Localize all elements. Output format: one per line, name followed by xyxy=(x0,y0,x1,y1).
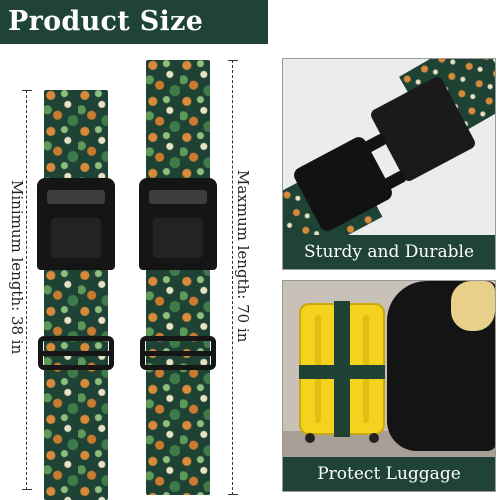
buckle-slot xyxy=(47,190,105,204)
luggage-strap-long xyxy=(146,60,210,495)
adjuster-bar xyxy=(43,351,109,356)
buckle-right-icon xyxy=(139,178,217,270)
adjuster-right-icon xyxy=(140,336,216,370)
dimension-cap-top xyxy=(22,90,32,91)
strap-on-suitcase-horizontal xyxy=(299,365,385,379)
person-hair xyxy=(451,281,495,331)
adjuster-left-icon xyxy=(38,336,114,370)
buckle-tongue xyxy=(51,218,101,258)
dimension-cap-bottom xyxy=(228,494,238,495)
buckle-left-icon xyxy=(37,178,115,270)
dimension-cap-top xyxy=(228,60,238,61)
panel-caption: Sturdy and Durable xyxy=(283,235,495,269)
buckle-tongue xyxy=(153,218,203,258)
buckle-slot xyxy=(149,190,207,204)
minimum-length-label: Minimum length: 38 in xyxy=(8,180,26,355)
maximum-length-dimension-line xyxy=(228,60,238,495)
minimum-length-dimension-line xyxy=(22,90,32,490)
luggage-strap-short xyxy=(44,90,108,500)
maximum-length-label: Maxmum length: 70 in xyxy=(234,170,252,343)
protect-luggage-panel: Protect Luggage xyxy=(282,280,496,492)
banner-title: Product Size xyxy=(8,6,204,37)
panel-caption: Protect Luggage xyxy=(283,457,495,491)
product-size-banner: Product Size xyxy=(0,0,268,44)
buckle-prong xyxy=(381,170,407,191)
wheel-icon xyxy=(369,433,379,443)
dimension-cap-bottom xyxy=(22,489,32,490)
adjuster-bar xyxy=(145,351,211,356)
wheel-icon xyxy=(305,433,315,443)
sturdy-durable-panel: Sturdy and Durable xyxy=(282,58,496,270)
buckle-prong xyxy=(362,132,388,154)
